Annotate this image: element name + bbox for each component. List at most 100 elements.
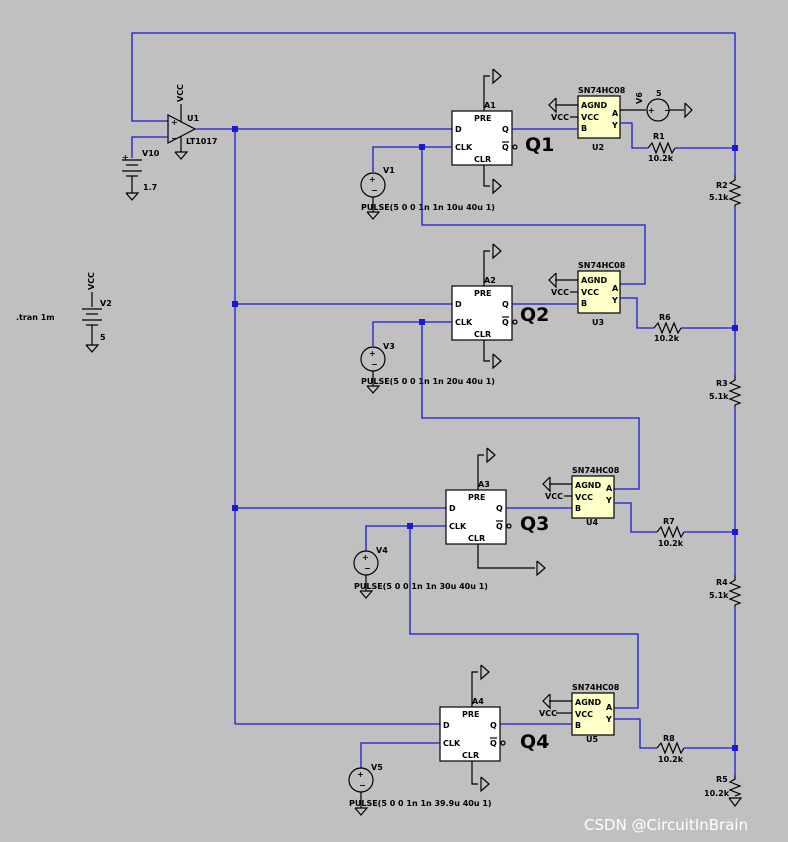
and-gate-u4[interactable]: SN74HC08 AGND VCC B A Y U4 VCC — [542, 466, 620, 527]
ladder-resistor-r4[interactable]: R4 5.1k — [709, 575, 742, 607]
coupling-wire-1 — [421, 147, 646, 285]
v2-net-label: VCC — [87, 272, 96, 290]
svg-text:CLR: CLR — [462, 751, 479, 760]
flipflop-a1[interactable]: A1 PRE CLR D Q CLK Q — [451, 68, 518, 195]
svg-text:PRE: PRE — [468, 493, 486, 502]
svg-text:R7: R7 — [663, 517, 675, 526]
svg-text:SN74HC08: SN74HC08 — [578, 261, 626, 270]
svg-text:B: B — [575, 504, 581, 513]
svg-text:PULSE(5 0 0 1n 1n 30u 40u 1): PULSE(5 0 0 1n 1n 30u 40u 1) — [354, 582, 488, 591]
and-gate-u5[interactable]: SN74HC08 AGND VCC B A Y U5 VCC — [539, 683, 620, 744]
svg-text:Q: Q — [490, 739, 497, 748]
q1-label: Q1 — [525, 134, 554, 156]
stage-4: A4 PRE CLR D Q CLK Q Q4 + − V5 PULSE(5 0… — [348, 664, 738, 816]
svg-text:Q: Q — [496, 522, 503, 531]
svg-text:Q: Q — [502, 143, 509, 152]
a1-clr-vcc-icon — [492, 178, 502, 195]
resistor-r1[interactable]: R1 10.2k — [620, 122, 735, 163]
svg-text:CLK: CLK — [455, 318, 473, 327]
u1-model: LT1017 — [186, 137, 218, 146]
source-v6[interactable]: + − V6 5 — [620, 89, 693, 122]
v1-ground-icon — [366, 211, 381, 220]
r4-name: R4 — [716, 578, 728, 587]
clock-source-v4[interactable]: + − V4 PULSE(5 0 0 1n 1n 30u 40u 1) — [353, 525, 488, 599]
svg-text:B: B — [581, 124, 587, 133]
resistor-r6[interactable]: R6 10.2k — [620, 297, 735, 343]
ladder-resistor-r3[interactable]: R3 5.1k — [709, 375, 742, 407]
clock-source-v1[interactable]: + − V1 PULSE(5 0 0 1n 1n 10u 40u 1) — [360, 146, 495, 220]
svg-text:B: B — [575, 721, 581, 730]
and-gate-u3[interactable]: SN74HC08 AGND VCC B A Y U3 VCC — [548, 261, 626, 327]
source-v2[interactable]: VCC V2 5 — [82, 272, 112, 353]
v5-ground-icon — [354, 807, 369, 816]
svg-text:V4: V4 — [376, 546, 388, 555]
a1-pre-vcc-icon — [492, 68, 502, 85]
r3-value: 5.1k — [709, 392, 729, 401]
svg-text:+: + — [171, 118, 178, 127]
svg-text:SN74HC08: SN74HC08 — [572, 466, 620, 475]
svg-text:10.2k: 10.2k — [654, 334, 680, 343]
svg-text:D: D — [443, 721, 450, 730]
tran-directive[interactable]: .tran 1m — [16, 313, 55, 322]
svg-text:Y: Y — [605, 715, 612, 724]
clock-source-v5[interactable]: + − V5 PULSE(5 0 0 1n 1n 39.9u 40u 1) — [348, 742, 492, 816]
svg-text:SN74HC08: SN74HC08 — [578, 86, 626, 95]
v10-name: V10 — [142, 149, 160, 158]
svg-text:AGND: AGND — [581, 276, 607, 285]
a2-clr-vcc-icon — [492, 353, 502, 370]
resistor-r7[interactable]: R7 10.2k — [614, 502, 735, 548]
svg-text:VCC: VCC — [581, 113, 599, 122]
u2-gnd-arrow-icon — [548, 97, 557, 114]
svg-text:A: A — [606, 703, 613, 712]
ladder-resistor-r2[interactable]: R2 5.1k — [709, 175, 742, 207]
opamp-u1[interactable]: + − VCC U1 LT1017 — [167, 84, 452, 160]
svg-text:VCC: VCC — [575, 493, 593, 502]
v10-value: 1.7 — [143, 183, 157, 192]
svg-text:+: + — [357, 770, 364, 779]
svg-text:A2: A2 — [484, 276, 496, 285]
svg-text:V6: V6 — [635, 92, 644, 104]
source-v10[interactable]: V10 1.7 + — [122, 136, 168, 201]
u1-ground-icon — [174, 151, 189, 160]
svg-text:D: D — [449, 504, 456, 513]
svg-text:CLR: CLR — [474, 330, 491, 339]
svg-text:CLK: CLK — [455, 143, 473, 152]
r5-name: R5 — [716, 775, 728, 784]
svg-text:VCC: VCC — [551, 288, 569, 297]
svg-text:10.2k: 10.2k — [658, 755, 684, 764]
and-gate-u2[interactable]: SN74HC08 AGND VCC B A Y U2 VCC — [548, 86, 626, 152]
v4-ground-icon — [359, 590, 374, 599]
svg-text:A4: A4 — [472, 697, 484, 706]
v3-ground-icon — [366, 385, 381, 394]
svg-text:VCC: VCC — [545, 492, 563, 501]
svg-text:A: A — [612, 109, 619, 118]
resistor-r8[interactable]: R8 10.2k — [614, 718, 735, 764]
svg-text:D: D — [455, 300, 462, 309]
svg-text:+: + — [369, 349, 376, 358]
flipflop-a2[interactable]: A2 PRE CLR D Q CLK Q — [451, 243, 518, 370]
a4-clr-vcc-icon — [480, 776, 490, 793]
svg-text:AGND: AGND — [575, 698, 601, 707]
flipflop-a3[interactable]: A3 PRE CLR D Q CLK Q — [445, 447, 546, 577]
clock-source-v3[interactable]: + − V3 PULSE(5 0 0 1n 1n 20u 40u 1) — [360, 321, 495, 394]
flipflop-a4[interactable]: A4 PRE CLR D Q CLK Q — [439, 664, 506, 793]
svg-text:PULSE(5 0 0 1n 1n 39.9u 40u 1): PULSE(5 0 0 1n 1n 39.9u 40u 1) — [349, 799, 492, 808]
q2-label: Q2 — [520, 304, 549, 326]
svg-text:V5: V5 — [371, 763, 383, 772]
svg-text:V1: V1 — [383, 166, 395, 175]
svg-text:VCC: VCC — [581, 288, 599, 297]
svg-text:+: + — [362, 553, 369, 562]
svg-text:D: D — [455, 125, 462, 134]
v2-ground-icon — [85, 344, 100, 353]
svg-text:Y: Y — [611, 296, 618, 305]
svg-text:R1: R1 — [653, 132, 665, 141]
a2-pre-vcc-icon — [492, 243, 502, 260]
svg-text:SN74HC08: SN74HC08 — [572, 683, 620, 692]
svg-text:+: + — [369, 175, 376, 184]
svg-text:Q: Q — [502, 318, 509, 327]
svg-text:−: − — [371, 360, 378, 369]
svg-text:VCC: VCC — [551, 113, 569, 122]
ladder-resistor-r5[interactable]: R5 10.2k — [704, 775, 743, 807]
a4-pre-vcc-icon — [480, 664, 490, 681]
